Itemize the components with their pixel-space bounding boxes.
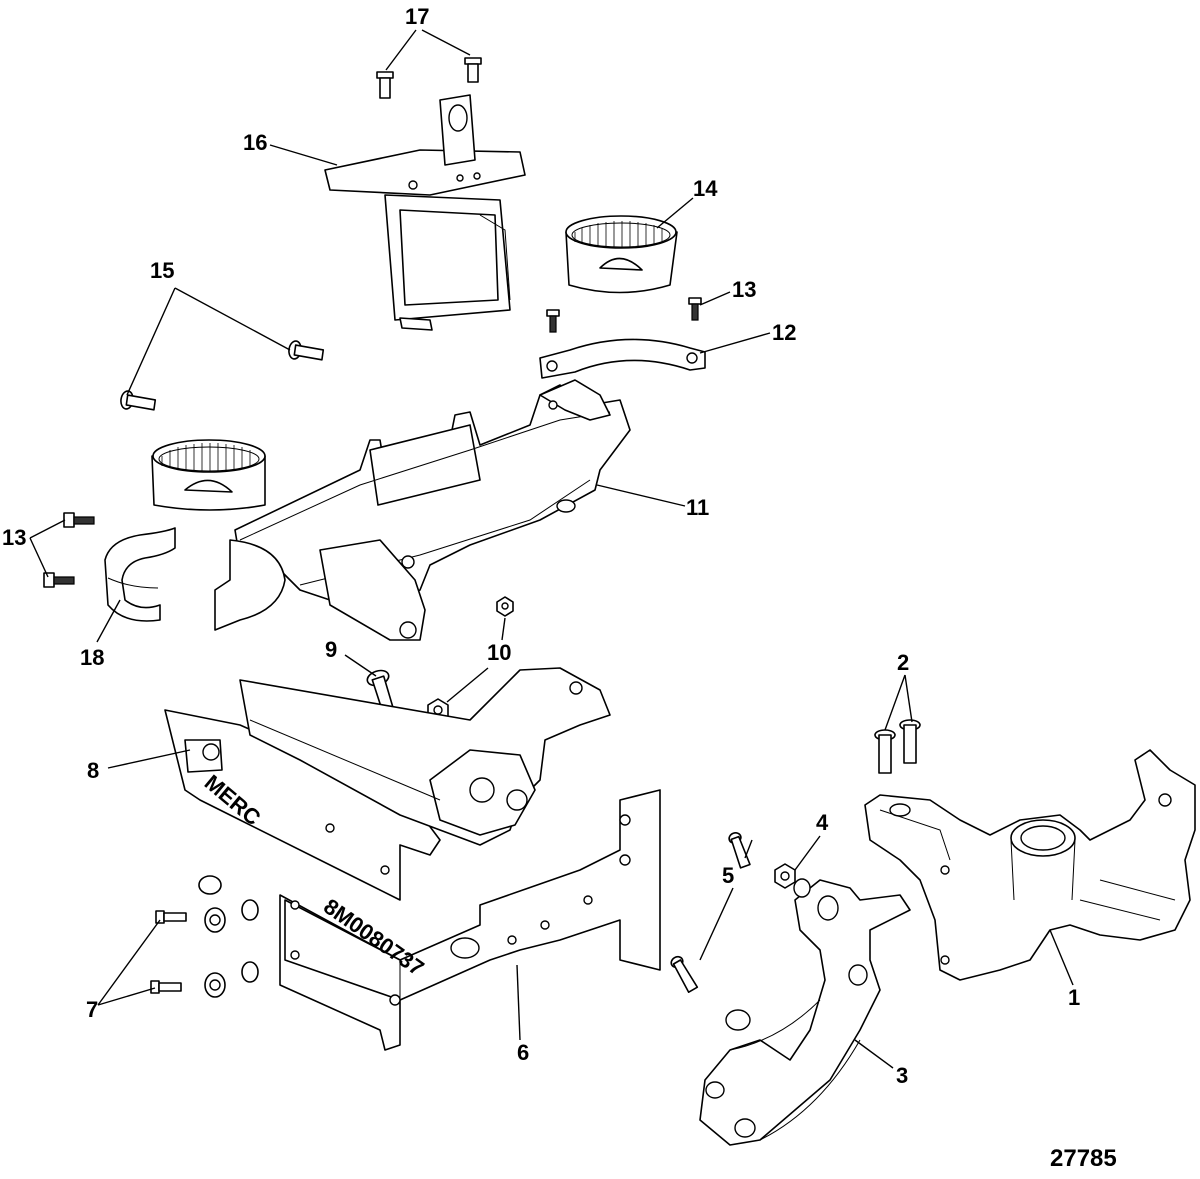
callout-11: 11 [686, 495, 709, 520]
part-1-rear-bracket [864, 749, 1196, 981]
callout-5: 5 [722, 863, 734, 888]
callout-13-upper: 13 [732, 277, 756, 302]
part-16-upper-bracket [324, 94, 526, 331]
part-13-screws-left [43, 512, 95, 588]
callout-17: 17 [405, 4, 429, 29]
part-12-mount-strap [539, 338, 706, 379]
part-18-strap [104, 527, 176, 622]
callout-9: 9 [325, 637, 337, 662]
part-2-bolts [874, 719, 921, 774]
callout-2: 2 [897, 650, 909, 675]
callout-10: 10 [487, 640, 511, 665]
callout-13-left: 13 [2, 525, 26, 550]
callout-8: 8 [87, 758, 99, 783]
callout-7: 7 [86, 997, 98, 1022]
callout-6: 6 [517, 1040, 529, 1065]
part-5-studs [670, 832, 751, 994]
part-11-main-frame [214, 379, 631, 641]
callout-labels: 17 16 14 15 13 12 11 13 18 9 10 2 8 4 5 … [2, 4, 1080, 1088]
part-4-nut [774, 863, 796, 889]
callout-16: 16 [243, 130, 267, 155]
leader-lines [29, 29, 1074, 1069]
callout-15: 15 [150, 258, 174, 283]
part-17-bolts [376, 57, 482, 99]
callout-18: 18 [80, 645, 104, 670]
callout-14: 14 [693, 176, 718, 201]
part-15-bolts [120, 340, 325, 411]
callout-12: 12 [772, 320, 796, 345]
left-mount-sleeve [151, 439, 266, 511]
part-6-mounting-plate: 8M0080737 [279, 789, 661, 1051]
part-13-screws-upper [546, 297, 702, 333]
part-14-mount-sleeve [565, 215, 678, 294]
figure-number: 27785 [1050, 1145, 1117, 1172]
part-7-hardware [150, 899, 259, 998]
callout-4: 4 [816, 810, 829, 835]
callout-1: 1 [1068, 985, 1080, 1010]
part-3-yoke [699, 878, 911, 1146]
callout-3: 3 [896, 1063, 908, 1088]
